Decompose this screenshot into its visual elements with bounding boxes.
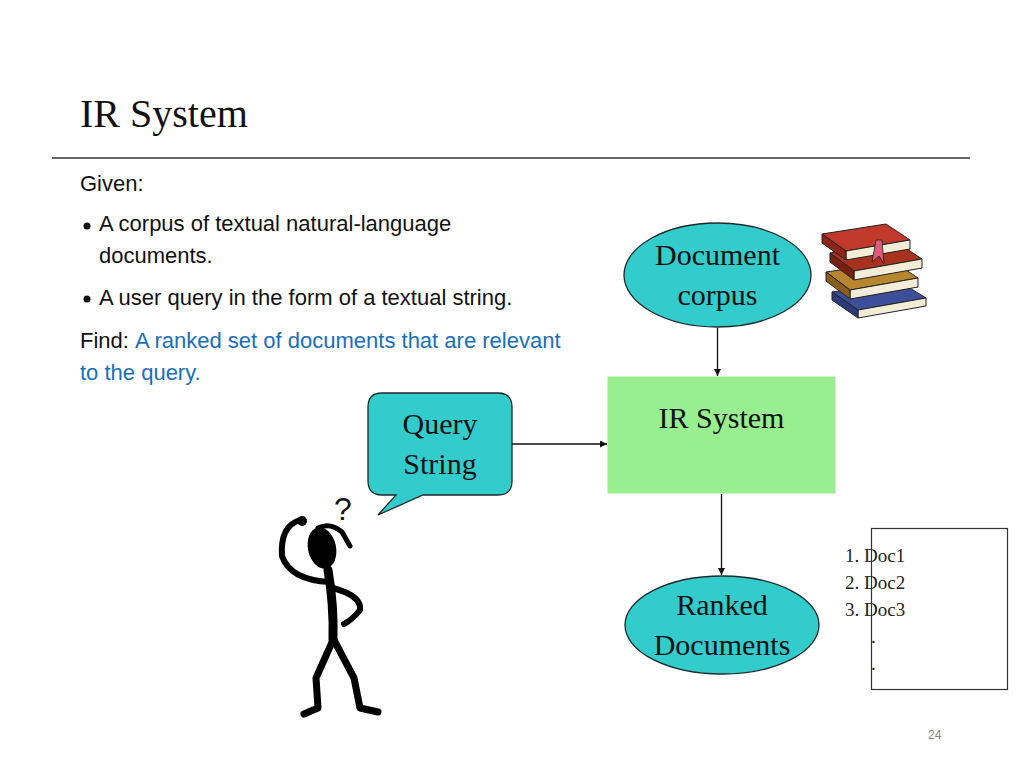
node-texts: Ranked Documents — [624, 575, 820, 675]
result-ellipse: Ranked Documents — [624, 575, 820, 675]
find-goal: A ranked set of documents that are relev… — [80, 328, 561, 385]
node-label: Document corpus — [643, 235, 793, 315]
given-heading: Given: — [80, 168, 380, 200]
flow-arrow — [721, 494, 722, 575]
list-entry: 3. Doc3 — [845, 596, 905, 623]
node-label: IR System — [657, 398, 787, 438]
node-texts: 1. Doc12. Doc23. Doc3.. — [845, 542, 905, 677]
node-label: Query String — [385, 404, 495, 484]
bullet-dot — [84, 296, 91, 303]
flow-arrow — [512, 443, 607, 444]
node-label: Ranked Documents — [637, 585, 807, 665]
corpus-ellipse: Document corpus — [623, 222, 812, 328]
bullet-text: A user query in the form of a textual st… — [99, 282, 621, 314]
process-box: IR System — [607, 376, 836, 494]
node-texts: Query String — [368, 393, 512, 495]
thinking-stick-figure — [282, 516, 378, 714]
list-entry: . — [845, 623, 876, 650]
list-entry: 2. Doc2 — [845, 569, 905, 596]
list-entry: . — [845, 650, 876, 677]
node-outline — [607, 376, 836, 494]
ranked-list-box: 1. Doc12. Doc23. Doc3.. — [871, 528, 1008, 690]
list-entry: 1. Doc1 — [845, 542, 905, 569]
find-heading: Find: — [80, 328, 129, 353]
bullet-dot — [84, 223, 91, 230]
page-number: 24 — [928, 727, 968, 744]
flow-arrow — [717, 328, 718, 376]
find-statement: Find:A ranked set of documents that are … — [80, 325, 580, 389]
query-speech-bubble: Query String — [368, 393, 512, 495]
bullet-text: A corpus of textual natural-language doc… — [99, 208, 559, 272]
books-clipart — [822, 224, 926, 318]
node-outline — [623, 222, 812, 328]
node-texts: Document corpus — [623, 222, 812, 328]
title-rule — [52, 157, 970, 159]
slide-title: IR System — [80, 90, 248, 138]
question-mark: ? — [334, 486, 374, 532]
node-texts: IR System — [607, 376, 836, 494]
